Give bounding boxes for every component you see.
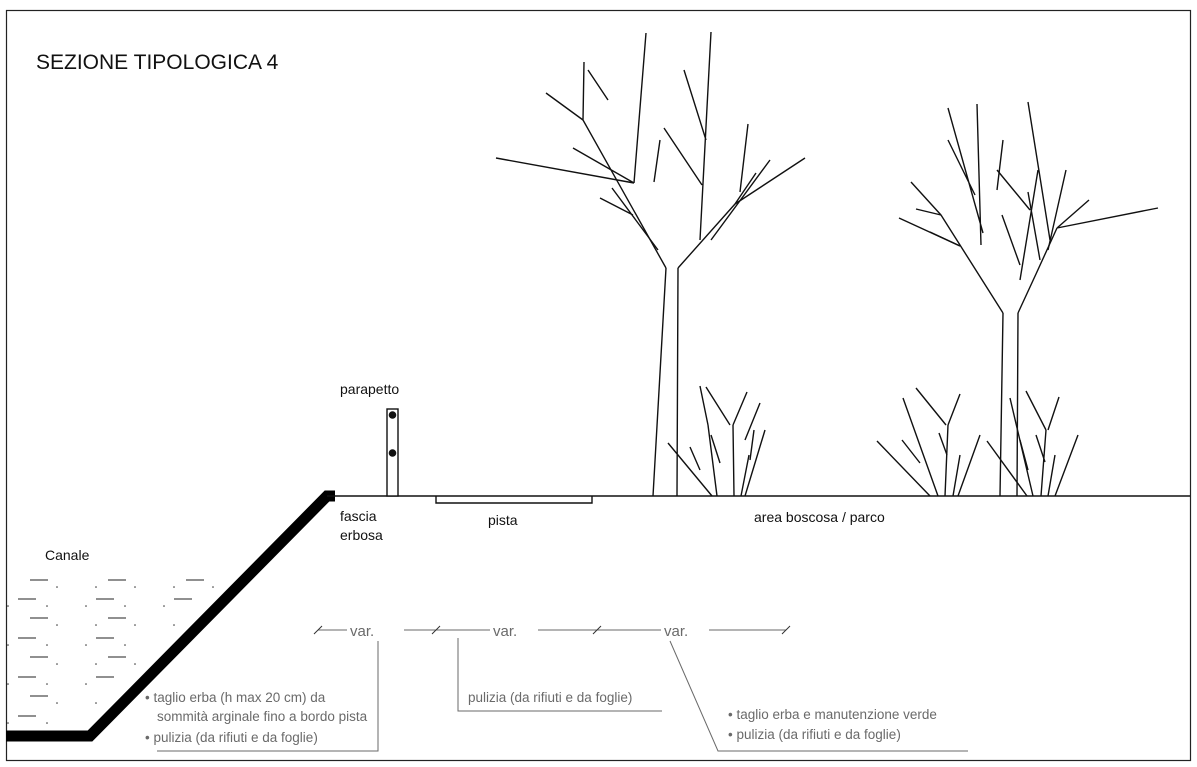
grass-strip-label-line2: erbosa bbox=[340, 527, 383, 543]
wooded-area-label: area boscosa / parco bbox=[754, 509, 885, 525]
shrub-2 bbox=[876, 387, 981, 497]
tree-left bbox=[495, 31, 806, 497]
track-label: pista bbox=[488, 512, 518, 528]
tree-right bbox=[898, 101, 1159, 497]
leader-lines bbox=[157, 638, 968, 752]
note-right-line2: • pulizia (da rifiuti e da foglie) bbox=[728, 727, 901, 742]
canal-label: Canale bbox=[45, 547, 90, 563]
note-right-line1: • taglio erba e manutenzione verde bbox=[728, 707, 937, 722]
note-left-line3: • pulizia (da rifiuti e da foglie) bbox=[145, 730, 318, 745]
shrub-1 bbox=[667, 385, 766, 497]
section-title: SEZIONE TIPOLOGICA 4 bbox=[36, 51, 279, 74]
dimension-var-2: var. bbox=[493, 623, 517, 640]
drawing-frame bbox=[5, 9, 1192, 762]
note-middle-line1: pulizia (da rifiuti e da foglie) bbox=[468, 690, 632, 705]
note-left-line2: sommità arginale fino a bordo pista bbox=[157, 709, 368, 724]
shrub-3 bbox=[986, 390, 1079, 497]
parapet bbox=[386, 408, 399, 497]
track-surface bbox=[435, 496, 593, 504]
dimension-var-3: var. bbox=[664, 623, 688, 640]
canal-water-pattern bbox=[7, 579, 214, 724]
parapet-label: parapetto bbox=[340, 381, 399, 397]
note-left-line1: • taglio erba (h max 20 cm) da bbox=[145, 690, 326, 705]
dimension-var-1: var. bbox=[350, 623, 374, 640]
grass-strip-label-line1: fascia bbox=[340, 508, 377, 524]
dimension-line bbox=[313, 625, 791, 635]
